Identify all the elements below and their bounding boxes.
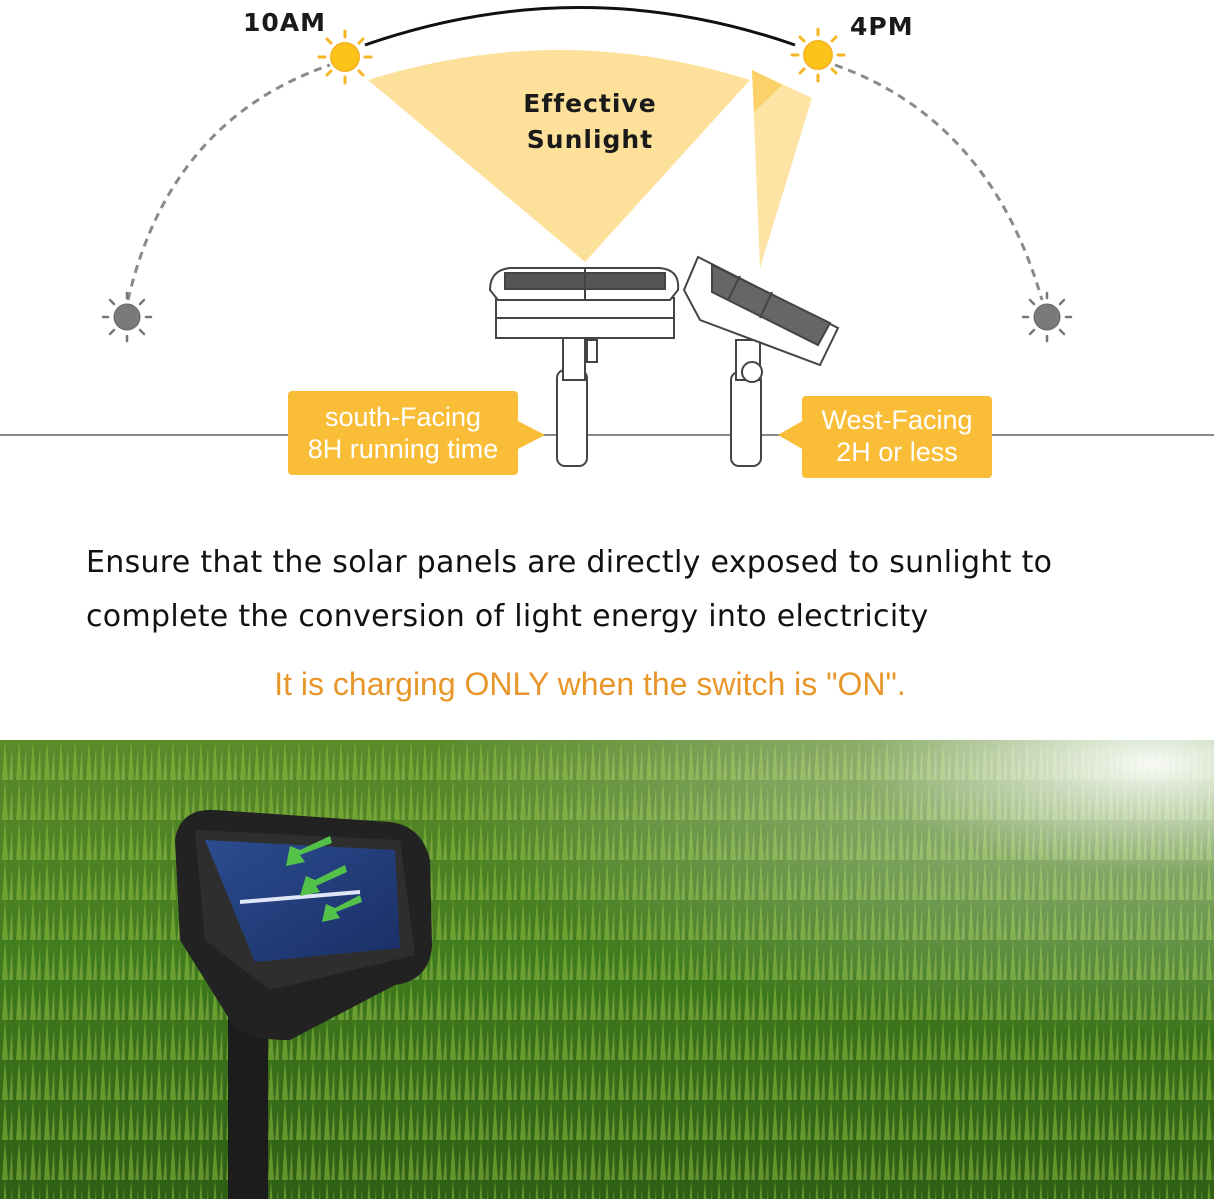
sun-active-icon: [790, 27, 846, 83]
sun-path-dashed-left: [126, 63, 331, 301]
south-callout-line2: 8H running time: [307, 434, 499, 464]
effective-label-line2: Sunlight: [526, 125, 654, 154]
time-start-label: 10AM: [243, 8, 327, 37]
west-sunlight-beam: [752, 70, 812, 268]
west-callout-pointer: [778, 420, 804, 450]
west-facing-callout: West-Facing 2H or less: [802, 396, 992, 478]
solar-panel-west-icon: [682, 255, 840, 467]
time-end-label: 4PM: [850, 12, 914, 41]
effective-sunlight-label: Effective Sunlight: [480, 86, 700, 158]
sun-inactive-icon: [1021, 291, 1073, 343]
instruction-line1: Ensure that the solar panels are directl…: [86, 545, 1053, 580]
charge-arrow-icon: [286, 836, 362, 922]
solar-panel-south-icon: [488, 267, 680, 467]
effective-sun-path: [364, 6, 796, 47]
lawn-photo: [0, 740, 1214, 1199]
south-facing-callout: south-Facing 8H running time: [288, 391, 518, 475]
west-callout-line2: 2H or less: [836, 437, 958, 467]
beam-overlap: [752, 70, 782, 112]
sunlight-diagram: [0, 6, 1214, 467]
charging-note: It is charging ONLY when the switch is "…: [274, 666, 906, 702]
sun-inactive-icon: [101, 291, 153, 343]
west-callout-line1: West-Facing: [821, 405, 973, 435]
solar-light-photo-icon: [175, 809, 432, 1040]
sun-active-icon: [317, 29, 373, 85]
instruction-line2: complete the conversion of light energy …: [86, 599, 929, 634]
south-callout-line1: south-Facing: [324, 402, 482, 432]
effective-label-line1: Effective: [523, 89, 657, 118]
south-callout-pointer: [516, 420, 545, 450]
effective-sunlight-beam: [368, 50, 750, 262]
sun-path-dashed-right: [834, 63, 1044, 301]
instruction-text: Ensure that the solar panels are directl…: [86, 536, 1186, 644]
